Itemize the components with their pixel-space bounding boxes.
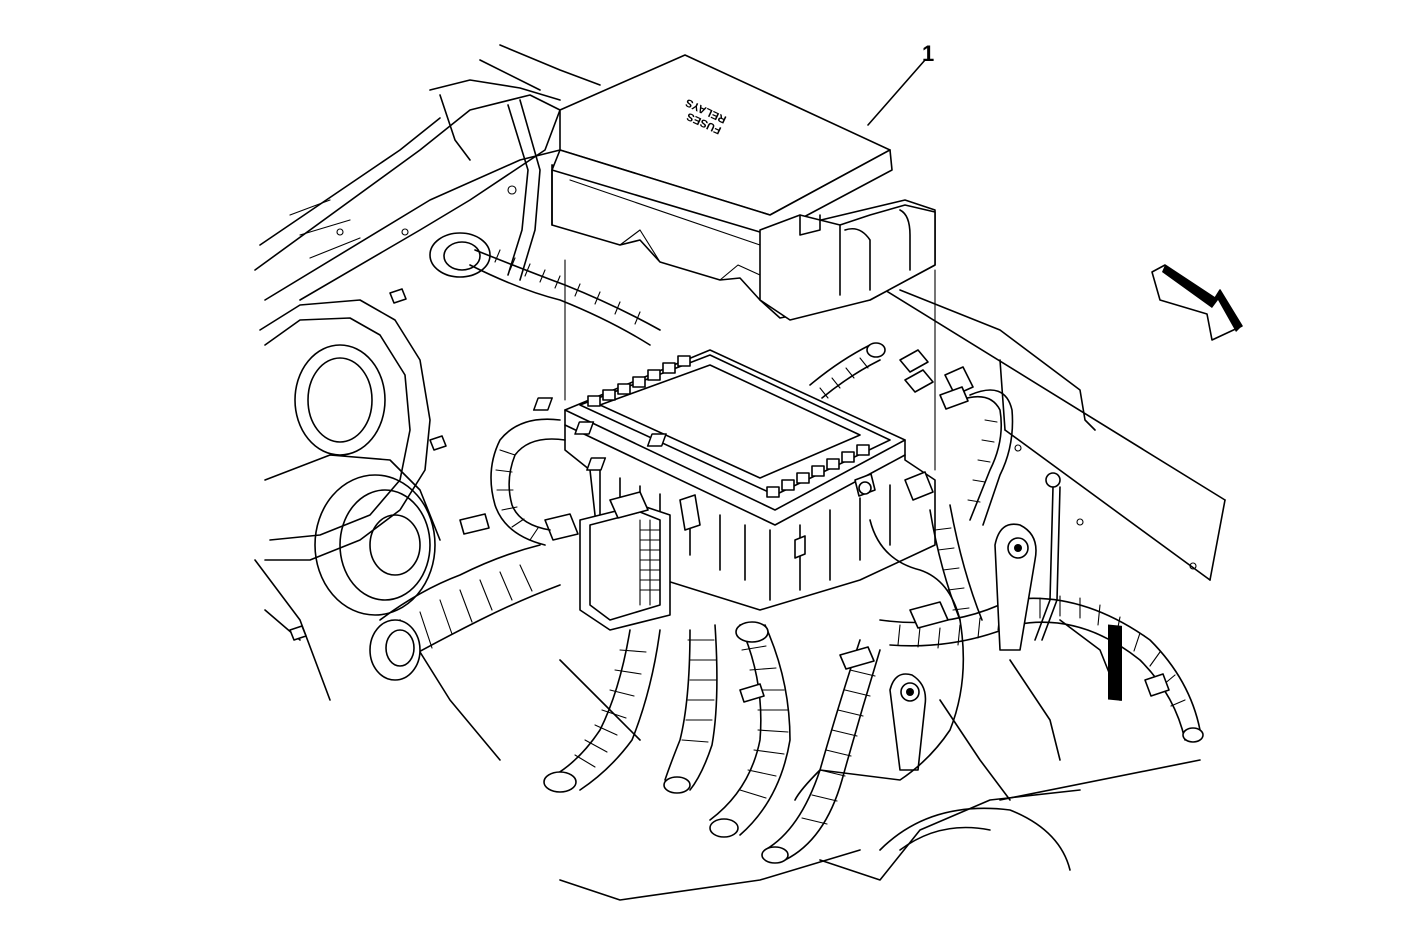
fuse-row-left xyxy=(587,355,691,407)
wiring-harness-lower xyxy=(369,418,1204,864)
ground-eyelet-icon xyxy=(889,472,1061,771)
fuse-row-right xyxy=(766,444,870,498)
callout-1: 1 xyxy=(867,41,934,126)
fuse-block-base xyxy=(532,349,936,631)
callout-number: 1 xyxy=(922,41,934,66)
body-structure xyxy=(254,44,1226,901)
stud-icon xyxy=(289,288,447,641)
front-of-vehicle-arrow-icon xyxy=(1151,264,1243,341)
alignment-lines xyxy=(564,259,936,471)
wiring-harness-upper xyxy=(469,99,1014,526)
fuse-block-cover: FUSES RELAYS xyxy=(551,54,936,321)
